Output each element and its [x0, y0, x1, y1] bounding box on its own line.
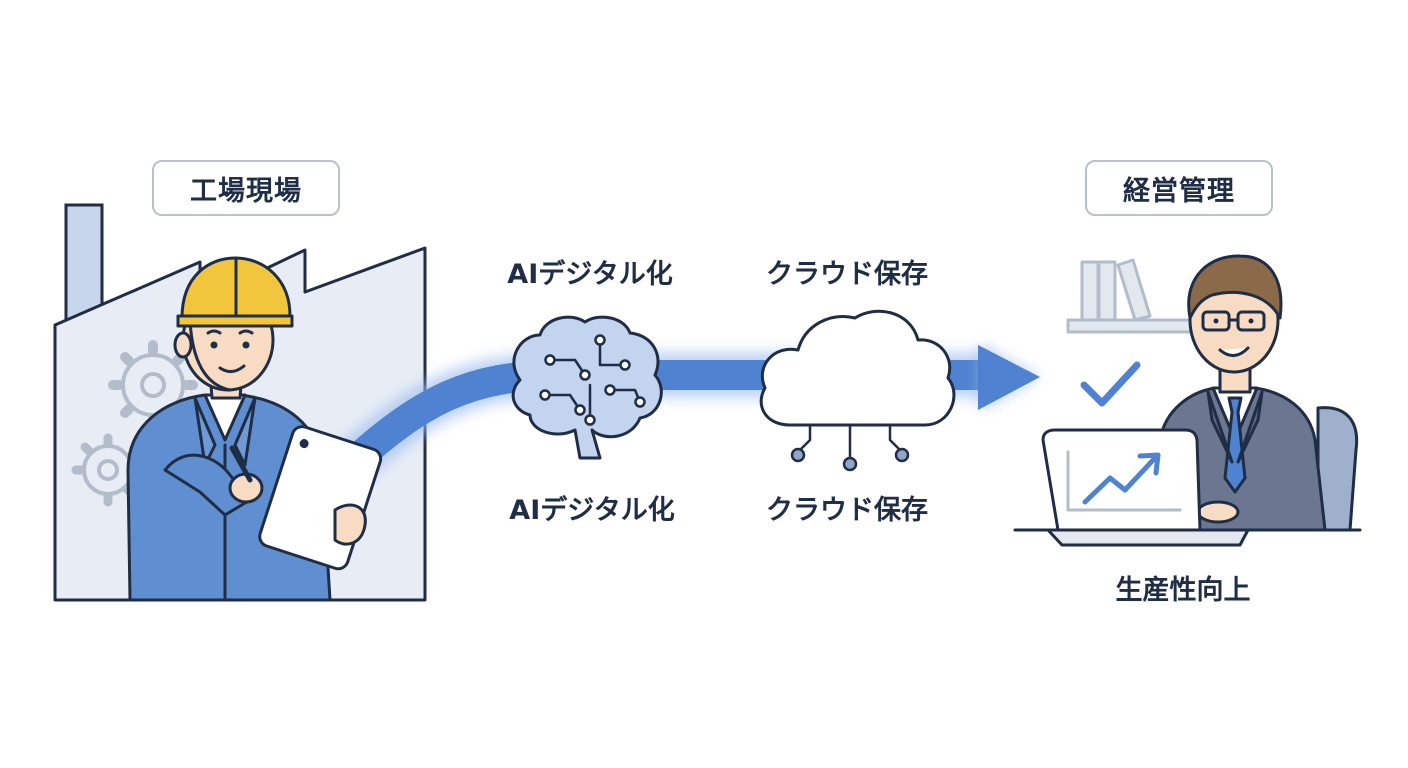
management-label: 経営管理: [1085, 160, 1273, 216]
tablet-icon: [258, 425, 383, 571]
laptop-chart-icon: [1013, 428, 1362, 547]
cloud-storage-caption-top: クラウド保存: [766, 259, 928, 290]
checkmark-icon: [1080, 361, 1141, 407]
management-label-text: 経営管理: [1123, 175, 1235, 207]
books-icon: [1066, 258, 1210, 334]
brain-circuit-icon: [511, 315, 663, 460]
ai-digitalization-caption-top: AIデジタル化: [507, 259, 673, 290]
worker-icon: [126, 256, 332, 602]
ai-digitalization-caption-bottom: AIデジタル化: [509, 495, 675, 526]
cloud-storage-caption-bottom: クラウド保存: [766, 495, 928, 526]
cloud-icon: [759, 309, 956, 472]
productivity-caption: 生産性向上: [1115, 575, 1251, 606]
factory-label: 工場現場: [152, 160, 340, 216]
factory-label-text: 工場現場: [190, 175, 302, 207]
